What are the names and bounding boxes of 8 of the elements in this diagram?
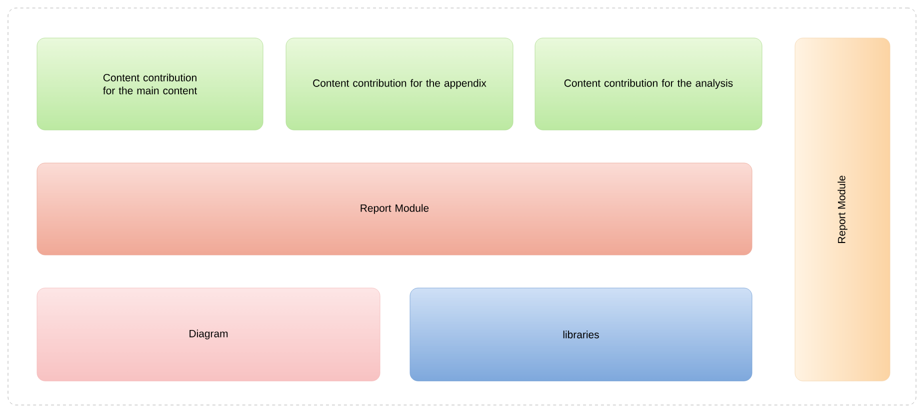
content-box: Content contribution for the analysis bbox=[534, 38, 762, 130]
frame bbox=[8, 8, 916, 406]
content-box: Content contribution for the appendix bbox=[286, 38, 514, 130]
module-column: Report Module bbox=[794, 38, 890, 382]
module-bar: Report Module bbox=[36, 162, 752, 256]
diagram-box: Diagram bbox=[36, 288, 380, 382]
content-box: Content contribution for the main content bbox=[36, 38, 264, 130]
library-box: libraries bbox=[410, 288, 752, 382]
